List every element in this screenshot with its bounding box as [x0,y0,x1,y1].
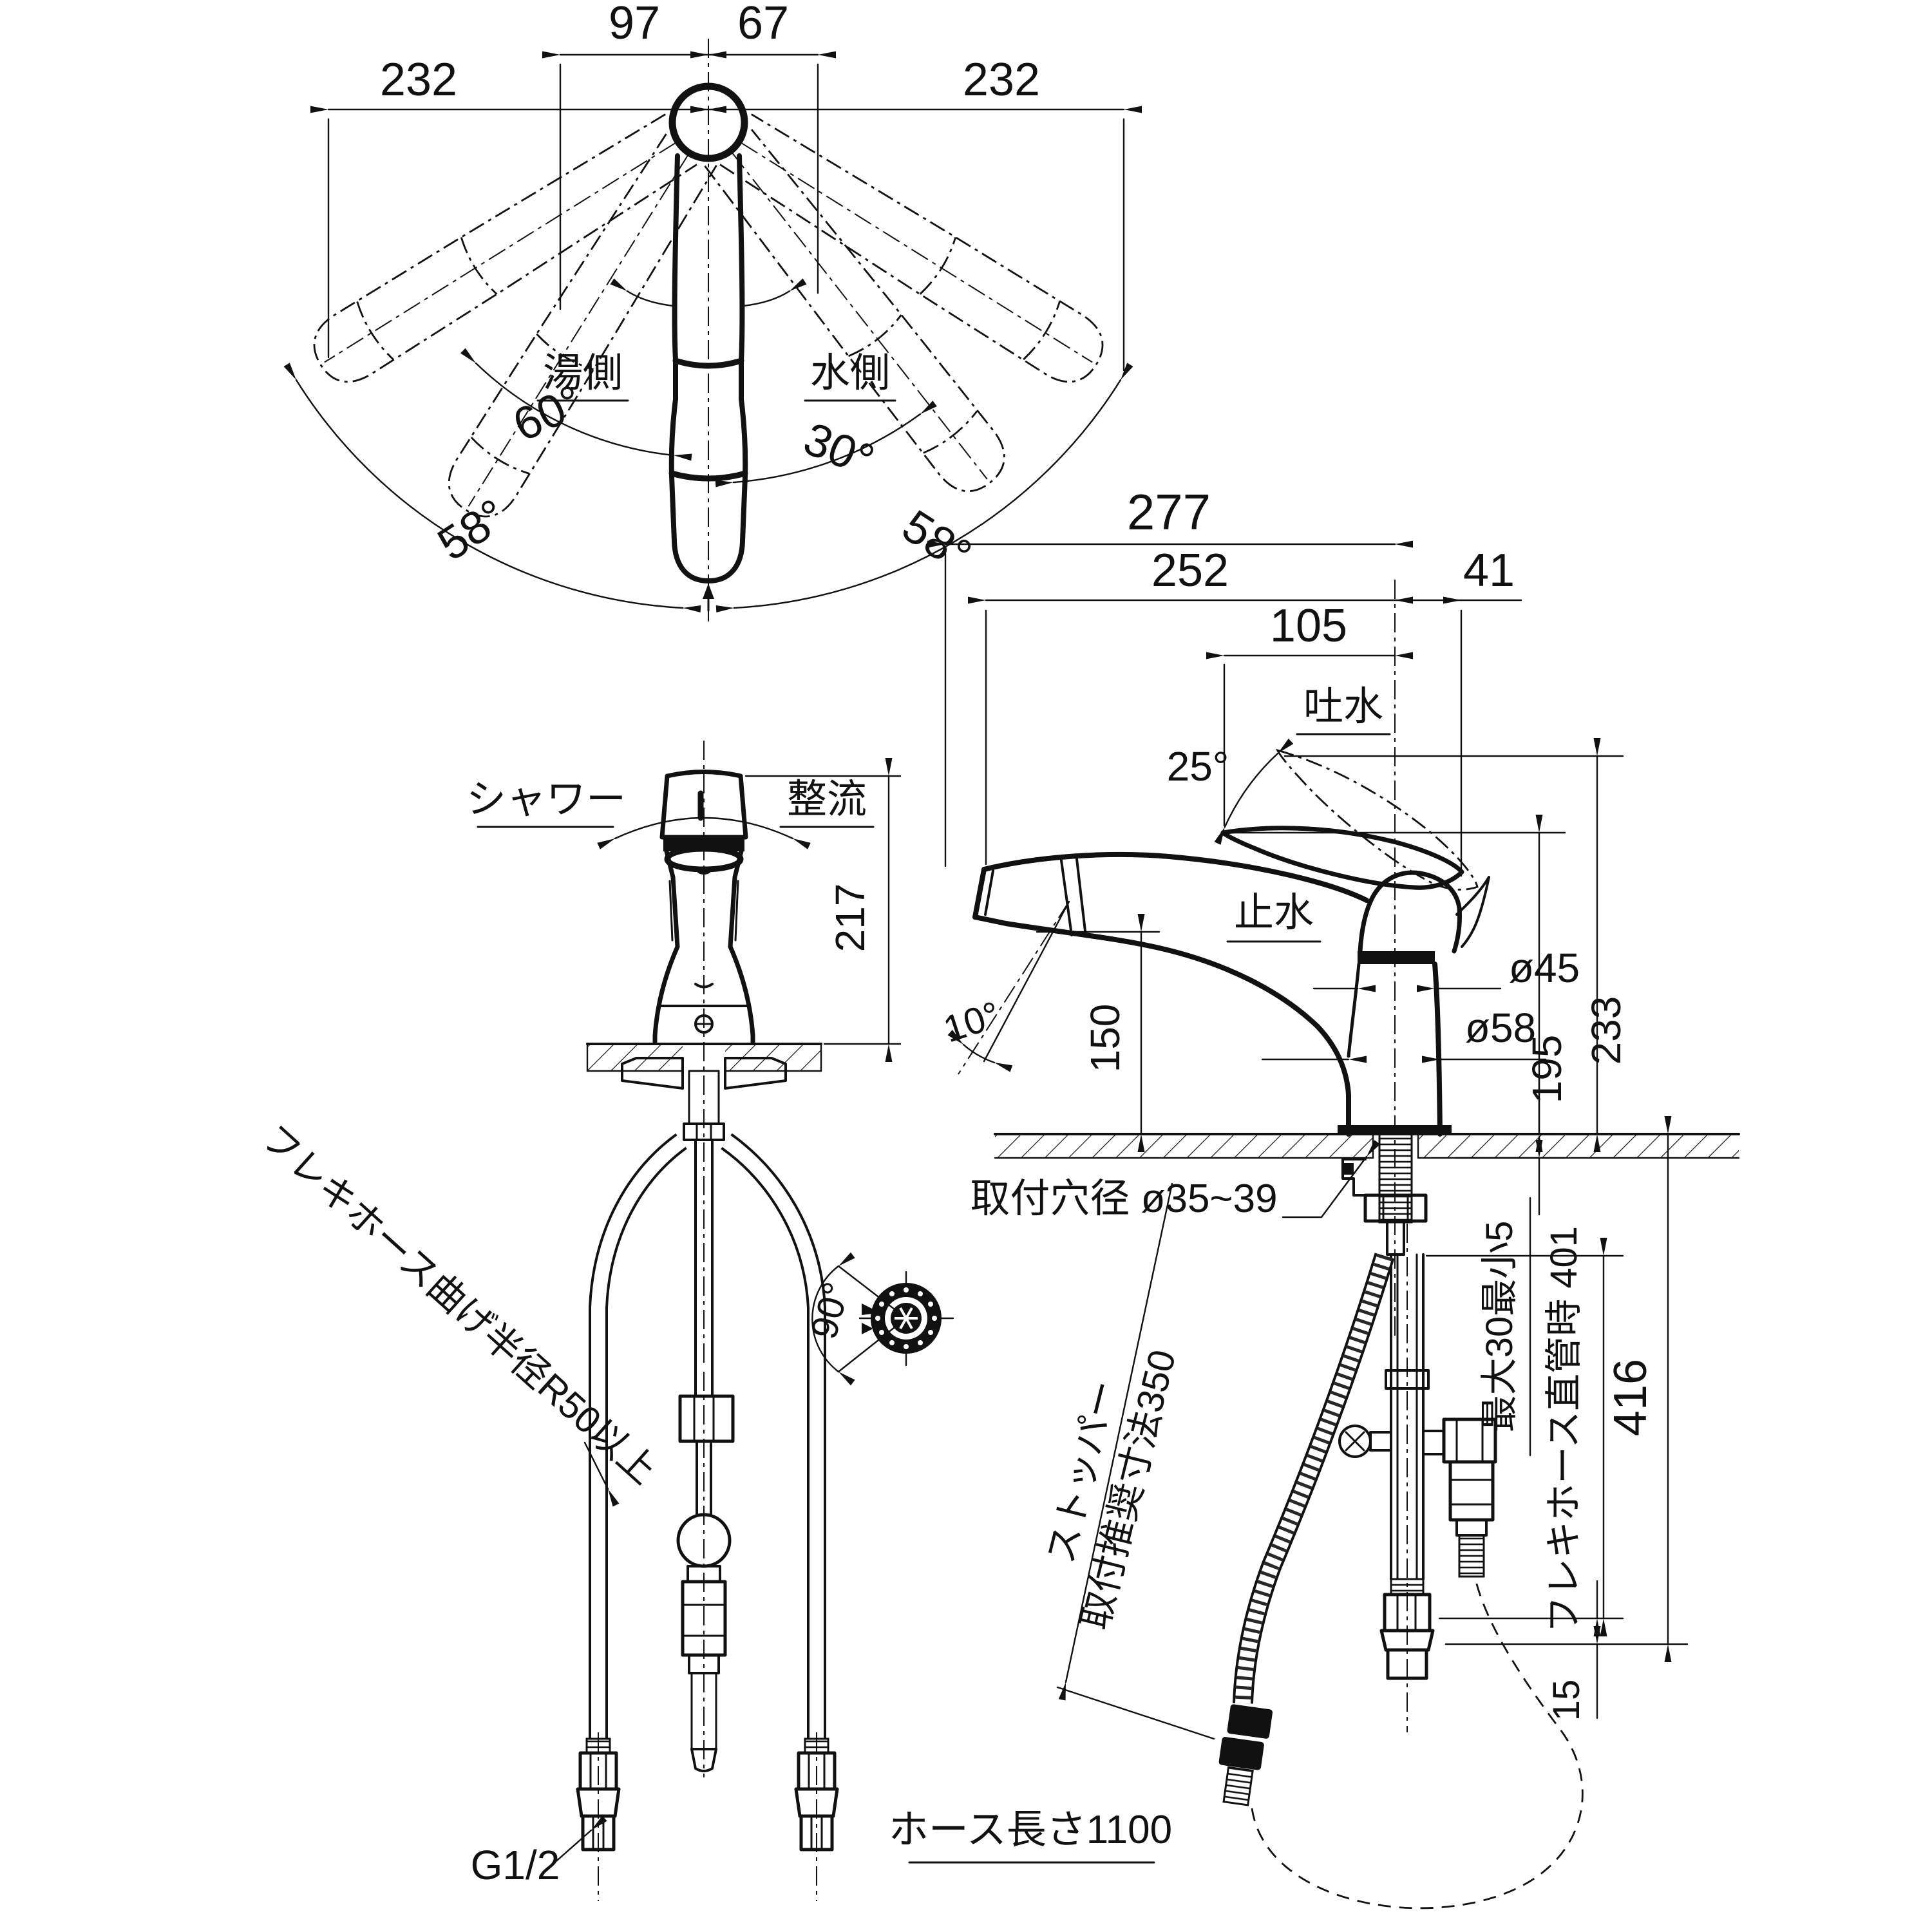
outlet-height-dim: 150 [1036,914,1160,1152]
hose-length-label: ホース長さ1100 [889,1808,1172,1852]
side-pipe-end-fitting [1379,1578,1435,1680]
dim-150: 150 [1082,1004,1128,1073]
shower-label: シャワー [466,777,626,822]
total-below-dim: 416 [1444,1116,1689,1662]
cold-side-label: 水側 [810,351,890,395]
base-diameter-dim: ø58 [1261,1005,1547,1063]
side-pullout-hose [1218,1253,1584,1909]
thread-size-label: G1/2 [471,1842,560,1888]
dia-58: ø58 [1465,1005,1536,1051]
side-faucet-body [972,745,1497,1137]
gap-dim: 15 [1546,1580,1601,1721]
top-view-swivel-arrows [610,278,807,307]
flex-straight-dim: フレキホース直管時 401 [1425,1226,1624,1636]
front-supply-hoses [589,1133,826,1901]
shutoff-label: 止水 [1234,891,1314,935]
dim-252: 252 [1151,545,1229,596]
side-shutoff-valve [1338,1417,1497,1578]
right-height-dims: 195 233 [1524,738,1629,1152]
dim-277: 277 [1127,484,1211,540]
dim-97: 97 [609,0,660,49]
dim-416: 416 [1605,1359,1656,1436]
dim-233: 233 [1583,996,1629,1065]
front-mounting-hardware [621,1057,787,1141]
mount-hole-label: 取付穴径 ø35~39 [970,1177,1277,1221]
side-top-dimensions: 277 252 41 105 [927,484,1522,877]
side-view: 277 252 41 105 吐水 25° 止水 ø45 ø58 10° 150… [889,484,1740,1909]
top-view: 97 67 232 232 60° 30° 58° 58° 湯側 水側 [283,0,1142,621]
spray-face-detail: 90° [802,1252,954,1386]
front-faucet-body [597,770,811,1045]
mount-hole-leader [1282,1140,1381,1218]
angle-10: 10° [938,994,1005,1051]
dim-195: 195 [1524,1035,1570,1104]
hot-side-label: 湯側 [543,351,623,395]
dim-15: 15 [1546,1680,1587,1721]
dia-45: ø45 [1509,945,1580,991]
angle-25: 25° [1167,743,1229,790]
discharge-label: 吐水 [1303,685,1383,729]
front-hose-end-fitting-right [794,1738,839,1852]
front-height-dim: 217 [744,758,902,1062]
stopper-dim: ストッパー 取付推奨寸法350 [1039,1182,1215,1740]
dim-105: 105 [1270,600,1347,652]
dim-217: 217 [827,884,873,952]
front-pullout-hose-assembly [676,1140,735,1777]
angle-58-right: 58° [893,500,980,582]
angle-30: 30° [797,413,881,487]
top-view-dimensions: 97 67 232 232 [310,0,1142,372]
dim-41: 41 [1463,545,1515,596]
deck-thickness-label: 最大30最小5 [1479,1221,1520,1433]
front-view: シャワー 整流 217 [254,741,954,1901]
handle-angle-arc [1214,738,1294,845]
stream-label: 整流 [787,777,867,822]
thread-leader [551,1815,607,1866]
flex-note-leader [583,1441,620,1507]
cap-diameter-dim: ø45 [1312,945,1580,992]
flex-straight-label: フレキホース直管時 401 [1543,1226,1585,1633]
angle-58-left: 58° [429,489,516,571]
top-view-spout [668,39,748,621]
side-undercounter-hardware [1341,1133,1430,1732]
dim-67: 67 [737,0,789,49]
dim-232-left: 232 [380,54,457,106]
side-counter [994,1133,1740,1159]
dim-232-right: 232 [963,54,1040,106]
